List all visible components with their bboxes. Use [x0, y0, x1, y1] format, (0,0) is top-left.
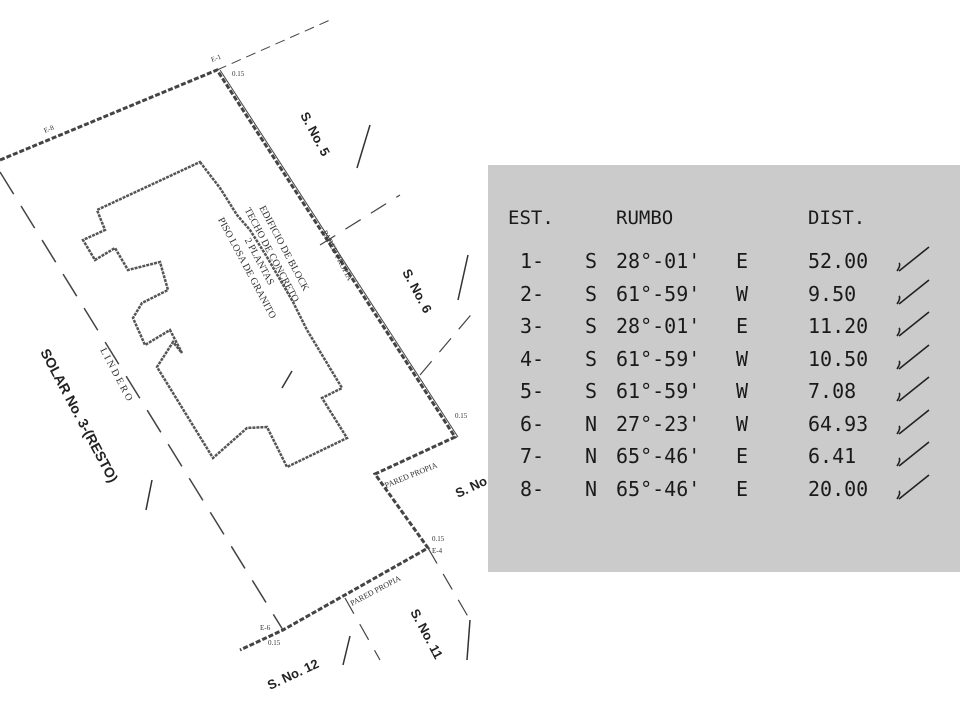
cell-ew: E — [736, 314, 749, 338]
cell-angle: 28°-01' — [616, 314, 701, 338]
cell-angle: 65°-46' — [616, 476, 701, 501]
offset-label: 0.15 — [455, 412, 468, 420]
check-mark-icon — [896, 408, 930, 435]
cell-ew: E — [736, 444, 749, 468]
table-row: 5- S 61°-59' W 7.08 — [488, 376, 960, 411]
cell-dir: S — [585, 281, 598, 306]
cell-dir: S — [585, 249, 598, 273]
cell-angle: 65°-46' — [616, 444, 701, 468]
header-est: EST. — [508, 207, 554, 229]
cell-ew: W — [736, 346, 749, 371]
table-row: 2- S 61°-59' W 9.50 — [488, 278, 960, 314]
table-row: 4- S 61°-59' W 10.50 — [488, 343, 960, 379]
cell-dist: 52.00 — [808, 249, 869, 273]
cell-dir: S — [585, 314, 598, 338]
offset-label: 0.15 — [232, 70, 245, 78]
cell-angle: 28°-01' — [616, 249, 701, 273]
lindero-label: L I N D E R O — [97, 346, 134, 403]
cell-est: 2- — [520, 281, 545, 306]
table-row: 3- S 28°-01' E 11.20 — [488, 311, 960, 346]
cell-angle: 61°-59' — [616, 281, 701, 306]
check-mark-icon — [896, 441, 930, 467]
cell-est: 7- — [520, 444, 545, 468]
station-label: E-8 — [43, 123, 56, 134]
cell-ew: W — [736, 379, 749, 403]
cell-dir: S — [585, 346, 598, 371]
check-mark-icon — [896, 343, 930, 370]
cell-angle: 61°-59' — [616, 379, 701, 403]
cell-est: 4- — [520, 346, 545, 371]
cell-ew: E — [736, 249, 749, 273]
cell-dist: 20.00 — [808, 476, 869, 501]
cell-dir: N — [585, 444, 598, 468]
check-marks — [145, 124, 471, 666]
neighbor-label: S. No — [453, 473, 490, 501]
cell-dir: S — [585, 379, 598, 403]
cell-est: 3- — [520, 314, 545, 338]
check-mark-icon — [896, 278, 930, 305]
cell-est: 6- — [520, 411, 545, 436]
cell-dir: N — [585, 476, 598, 501]
header-dist: DIST. — [808, 207, 866, 229]
cell-ew: W — [736, 411, 749, 436]
table-row: 1- S 28°-01' E 52.00 — [488, 246, 960, 281]
property-boundary — [0, 19, 476, 661]
cell-dist: 9.50 — [808, 281, 857, 306]
cell-dist: 64.93 — [808, 411, 869, 436]
check-mark-icon — [896, 246, 930, 272]
station-label: E-4 — [432, 547, 443, 555]
cell-angle: 61°-59' — [616, 346, 701, 371]
cell-ew: W — [736, 281, 749, 306]
cell-ew: E — [736, 476, 749, 501]
header-rumbo: RUMBO — [616, 207, 674, 229]
cell-angle: 27°-23' — [616, 411, 701, 436]
building-label: EDIFICIO DE BLOCK TECHO DE CONCRETO 2 PL… — [215, 204, 311, 321]
neighbor-label: S. No. 12 — [265, 656, 321, 693]
cell-est: 1- — [520, 249, 545, 273]
table-row: 8- N 65°-46' E 20.00 — [488, 473, 960, 509]
offset-label: 0.15 — [432, 535, 445, 543]
neighbor-label: S. No. 6 — [399, 266, 435, 315]
wall-label: PARED PROPIA — [320, 229, 354, 283]
cell-dir: N — [585, 411, 598, 436]
station-label: E-6 — [260, 624, 271, 632]
station-label: E-1 — [210, 53, 223, 64]
cell-dist: 6.41 — [808, 444, 857, 468]
cell-est: 8- — [520, 476, 545, 501]
check-mark-icon — [896, 473, 930, 500]
cell-dist: 7.08 — [808, 379, 857, 403]
cell-dist: 11.20 — [808, 314, 869, 338]
check-mark-icon — [896, 376, 930, 402]
wall-label: PARED PROPIA — [383, 460, 438, 489]
cell-est: 5- — [520, 379, 545, 403]
cell-dist: 10.50 — [808, 346, 869, 371]
table-row: 7- N 65°-46' E 6.41 — [488, 441, 960, 476]
bearings-table: EST. RUMBO DIST. 1- S 28°-01' E 52.00 2- S 61°-… — [488, 165, 960, 572]
check-mark-icon — [896, 311, 930, 337]
neighbor-label: S. No. 11 — [407, 606, 446, 661]
neighbor-label: S. No. 5 — [297, 109, 333, 158]
offset-label: 0.15 — [268, 639, 281, 647]
table-row: 6- N 27°-23' W 64.93 — [488, 408, 960, 444]
